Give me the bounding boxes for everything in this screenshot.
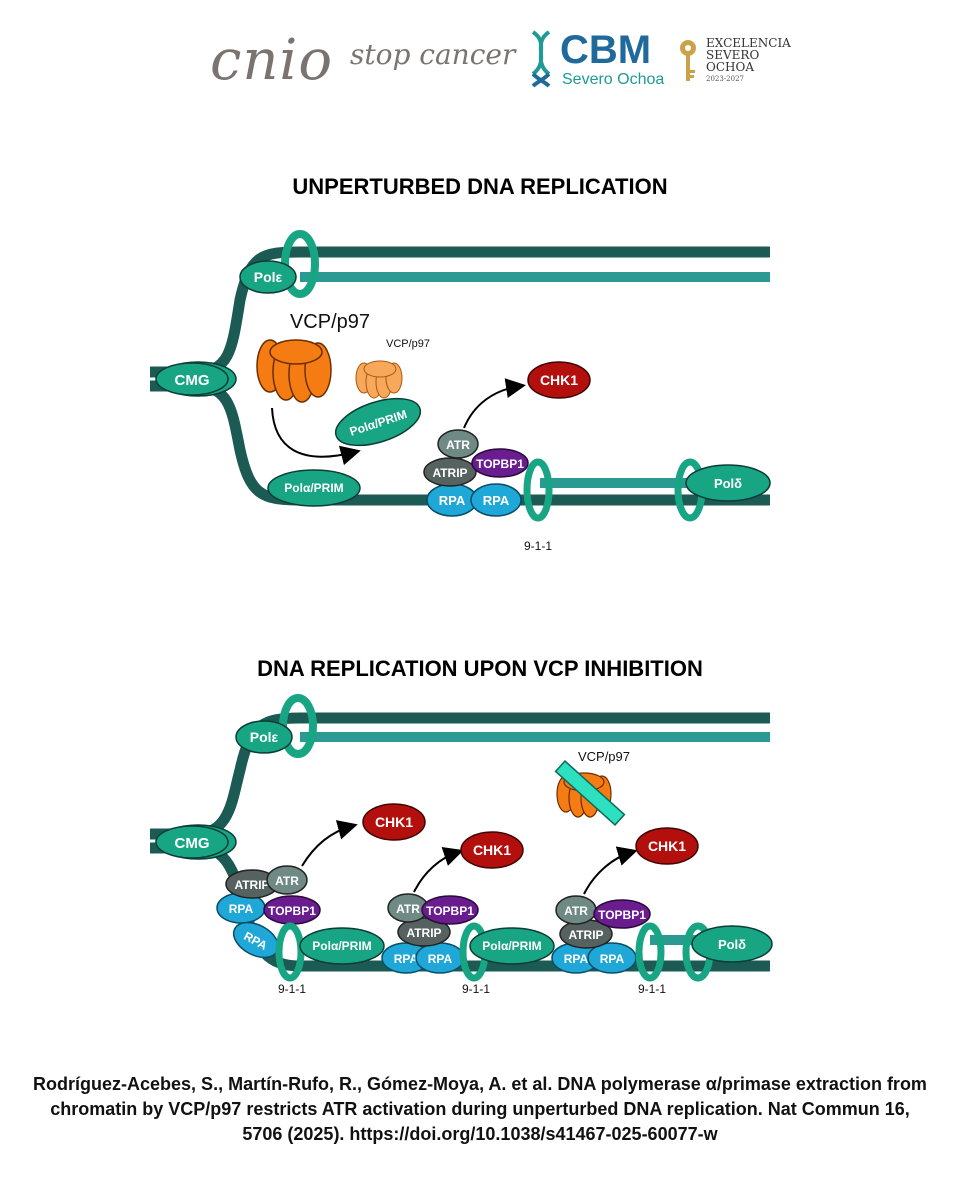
panel2-chk1-c xyxy=(635,827,699,865)
panel2-g3-atr-label: ATR xyxy=(564,904,588,918)
panel2-g3-rpa-1-label: RPA xyxy=(564,952,589,966)
panel1-chk1 xyxy=(527,361,591,399)
panel2-g3-911-ring xyxy=(635,922,665,982)
panel2-g3-rpa-2-label: RPA xyxy=(600,952,625,966)
key-seal-icon xyxy=(680,40,696,81)
logo-bar: cnio stop cancer CBM Severo Ochoa EXCELE… xyxy=(0,0,960,110)
panel2-g3-topbp1-label: TOPBP1 xyxy=(598,908,646,922)
panel2-g1-atr-label: ATR xyxy=(275,874,299,888)
panel1-911-label: 9-1-1 xyxy=(524,539,552,553)
panel1-atrip-label: ATRIP xyxy=(432,466,467,480)
panel2-g1-chk1-arrow xyxy=(301,820,358,867)
panel2-g2-rpa-1-label: RPA xyxy=(394,952,419,966)
panel2-pold-label: Polδ xyxy=(718,937,746,952)
panel2-inhibitor-bar xyxy=(554,759,626,827)
panel2-chk1-a xyxy=(362,803,426,841)
panel2-g2-atrip xyxy=(397,917,451,947)
panel2-pole-protein xyxy=(235,720,293,754)
panel2-g2-chk1-arrow xyxy=(413,846,464,893)
panel1-pole-protein xyxy=(239,260,297,294)
panel1-rpa-1-label: RPA xyxy=(439,493,466,508)
panel1-pola-bound-label: Polα/PRIM xyxy=(284,481,343,495)
panel1-rpa-2-label: RPA xyxy=(483,493,510,508)
excelencia-logo: EXCELENCIA SEVERO OCHOA 2023-2027 xyxy=(706,37,791,85)
excelencia-line-3: OCHOA xyxy=(706,60,754,74)
panel2-g1-atr xyxy=(266,865,308,895)
panel1-vcp-small-label: VCP/p97 xyxy=(386,338,430,350)
panel1-cmg-protein xyxy=(155,362,229,396)
panel2-chk1-a-label: CHK1 xyxy=(375,814,413,830)
panel1-diagram: Polε CMG VCP/p97 VCP/p97 Polα/PRIM xyxy=(150,230,771,553)
panel2-cmg-protein xyxy=(155,825,229,859)
panel2-g1-rpa-1-label: RPA xyxy=(229,902,254,916)
panel1-title: UNPERTURBED DNA REPLICATION xyxy=(292,174,668,199)
panel2-g2-topbp1 xyxy=(421,895,479,925)
panel2-chk1-b xyxy=(460,831,524,869)
panel2-g2-pola xyxy=(469,927,555,965)
panel2-chk1-c-label: CHK1 xyxy=(648,838,686,854)
panel2-pole-label: Polε xyxy=(250,729,279,745)
panel1-rpa-2 xyxy=(470,483,522,517)
panel1-pola-bound xyxy=(267,469,361,507)
panel2-g3-911-label: 9-1-1 xyxy=(638,982,666,996)
panel2-g2-atr-label: ATR xyxy=(396,902,420,916)
panel1-pold-protein xyxy=(685,464,771,502)
excelencia-line-2: SEVERO xyxy=(706,48,760,62)
panel1-chk1-label: CHK1 xyxy=(540,372,578,388)
citation: Rodríguez-Acebes, S., Martín-Rufo, R., G… xyxy=(33,1074,927,1144)
panel2-g1-911-ring xyxy=(275,922,305,982)
cbm-logo: CBM xyxy=(560,28,652,72)
panel1-atr xyxy=(437,429,479,459)
excelencia-years: 2023-2027 xyxy=(706,75,744,83)
panel1-911-ring xyxy=(523,458,553,522)
panel2-g1-pola-label: Polα/PRIM xyxy=(312,939,371,953)
panel2-pold-protein xyxy=(691,925,773,963)
panel1-pold-label: Polδ xyxy=(714,476,742,491)
panel2-title: DNA REPLICATION UPON VCP INHIBITION xyxy=(257,656,703,681)
panel1-topbp1 xyxy=(471,448,529,478)
panel2-g3-chk1-arrow xyxy=(583,846,638,895)
dna-helix-icon xyxy=(531,30,551,88)
panel1-topbp1-label: TOPBP1 xyxy=(476,457,524,471)
panel2-diagram: Polε CMG VCP/p97 RPA RPA ATRIP ATR TOPBP… xyxy=(150,694,773,996)
panel2-chk1-b-label: CHK1 xyxy=(473,842,511,858)
panel1-pole-label: Polε xyxy=(254,269,283,285)
panel1-chk1-arrow xyxy=(463,378,526,429)
panel2-g2-pola-label: Polα/PRIM xyxy=(482,939,541,953)
panel2-cmg-label: CMG xyxy=(175,835,210,852)
panel2-vcp-label: VCP/p97 xyxy=(578,749,630,764)
panel1-cmg-label: CMG xyxy=(175,372,210,389)
panel2-g2-atrip-label: ATRIP xyxy=(406,926,441,940)
panel1-atr-label: ATR xyxy=(446,438,470,452)
panel1-extraction-arrow xyxy=(271,407,361,466)
panel2-g2-topbp1-label: TOPBP1 xyxy=(426,904,474,918)
panel2-g3-topbp1 xyxy=(593,899,651,929)
cnio-logo: cnio xyxy=(210,28,334,93)
panel1-vcp-small xyxy=(355,360,403,399)
panel2-g1-911-label: 9-1-1 xyxy=(278,982,306,996)
panel1-vcp-large xyxy=(256,339,332,403)
panel2-g1-atrip-label: ATRIP xyxy=(234,878,269,892)
cbm-subtitle: Severo Ochoa xyxy=(562,71,665,88)
excelencia-line-1: EXCELENCIA xyxy=(706,36,791,50)
panel2-g1-pola xyxy=(299,927,385,965)
panel2-g2-911-label: 9-1-1 xyxy=(462,982,490,996)
panel2-g1-topbp1-label: TOPBP1 xyxy=(268,904,316,918)
panel1-atrip xyxy=(423,457,477,487)
stop-cancer-slogan: stop cancer xyxy=(350,38,516,71)
panel2-g2-rpa-2-label: RPA xyxy=(428,952,453,966)
panel1-vcp-large-label: VCP/p97 xyxy=(290,311,370,333)
panel2-g3-atrip-label: ATRIP xyxy=(568,928,603,942)
panel1-pola-detached xyxy=(334,397,422,447)
